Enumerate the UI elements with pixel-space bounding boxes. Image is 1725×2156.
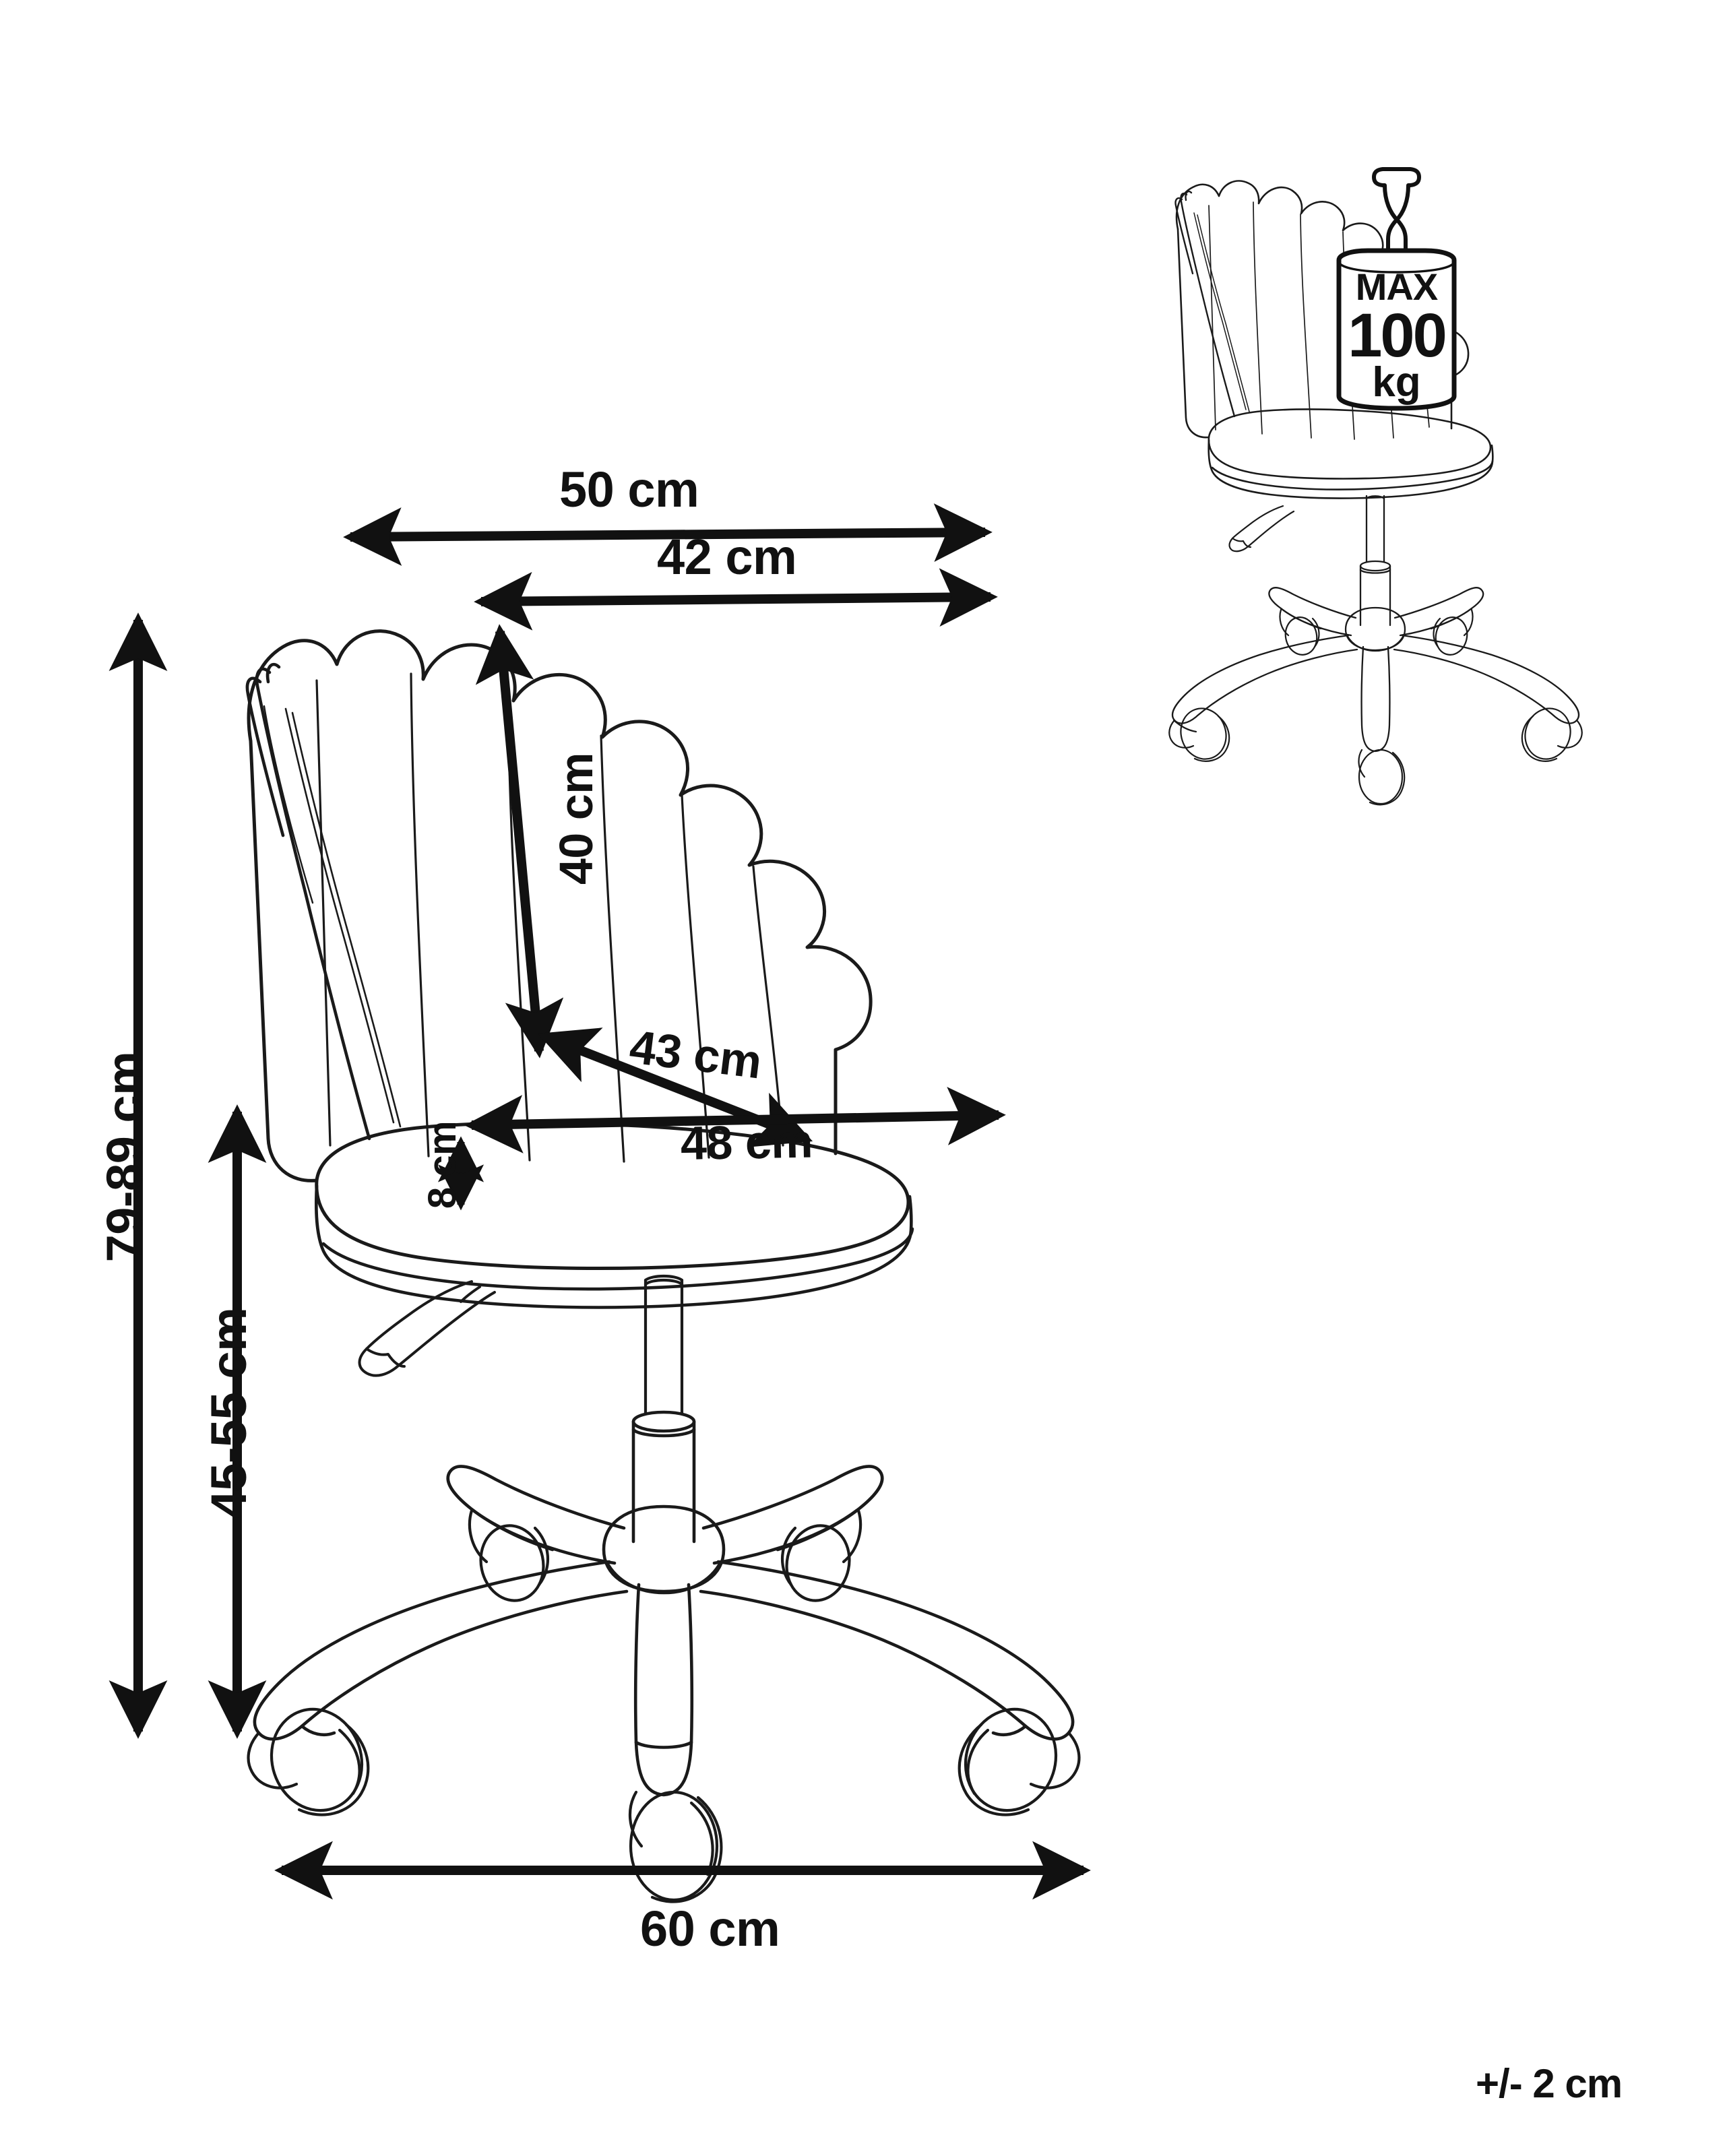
gas-lift-cylinder — [631, 1410, 696, 1544]
inset-gas-lift — [1359, 495, 1391, 627]
dim-label-base-diameter: 60 cm — [640, 1901, 780, 1957]
inset-side-petal-seam — [1193, 212, 1250, 412]
seat-cushion-side — [314, 1184, 914, 1309]
tolerance-note: +/- 2 cm — [1476, 2061, 1623, 2106]
inset-backrest-side-petal — [1174, 190, 1236, 418]
inset-seat-cushion — [1208, 408, 1494, 499]
max-load-unit: kg — [1372, 359, 1421, 406]
max-load-word: MAX — [1355, 265, 1438, 308]
dim-arrow-seat-width — [464, 1087, 1006, 1153]
gas-lift-piston — [644, 1274, 684, 1416]
max-load-value: 100 — [1348, 301, 1447, 370]
dim-label-seat-thickness: 8 cm — [420, 1120, 464, 1209]
backrest-side-petal — [245, 662, 371, 1141]
seat-cushion-top — [315, 1121, 910, 1270]
backrest-left-highlight — [263, 705, 314, 904]
dim-arrow-backrest-width — [474, 568, 998, 631]
dim-arrow-backrest-height — [475, 624, 564, 1058]
backrest-shell-outline — [247, 629, 873, 1182]
backrest-side-petal-inner-seam — [284, 707, 402, 1128]
dim-label-backrest-width: 42 cm — [657, 529, 797, 585]
inset-base-hub — [1344, 606, 1406, 652]
max-load-weight-icon — [1336, 167, 1457, 411]
dim-label-total-height: 79-89 cm — [96, 1051, 152, 1263]
dim-label-backrest-height: 40 cm — [550, 753, 602, 885]
dim-arrow-overall-width — [343, 503, 993, 566]
dim-label-overall-width: 50 cm — [559, 462, 699, 517]
base-hub — [602, 1504, 726, 1595]
inset-caster-wheels — [1168, 608, 1583, 806]
dim-label-seat-height: 45-55 cm — [201, 1307, 257, 1519]
inset-height-lever — [1228, 505, 1295, 552]
height-adjust-lever — [358, 1280, 496, 1377]
dim-label-seat-width: 48 cm — [680, 1114, 813, 1170]
